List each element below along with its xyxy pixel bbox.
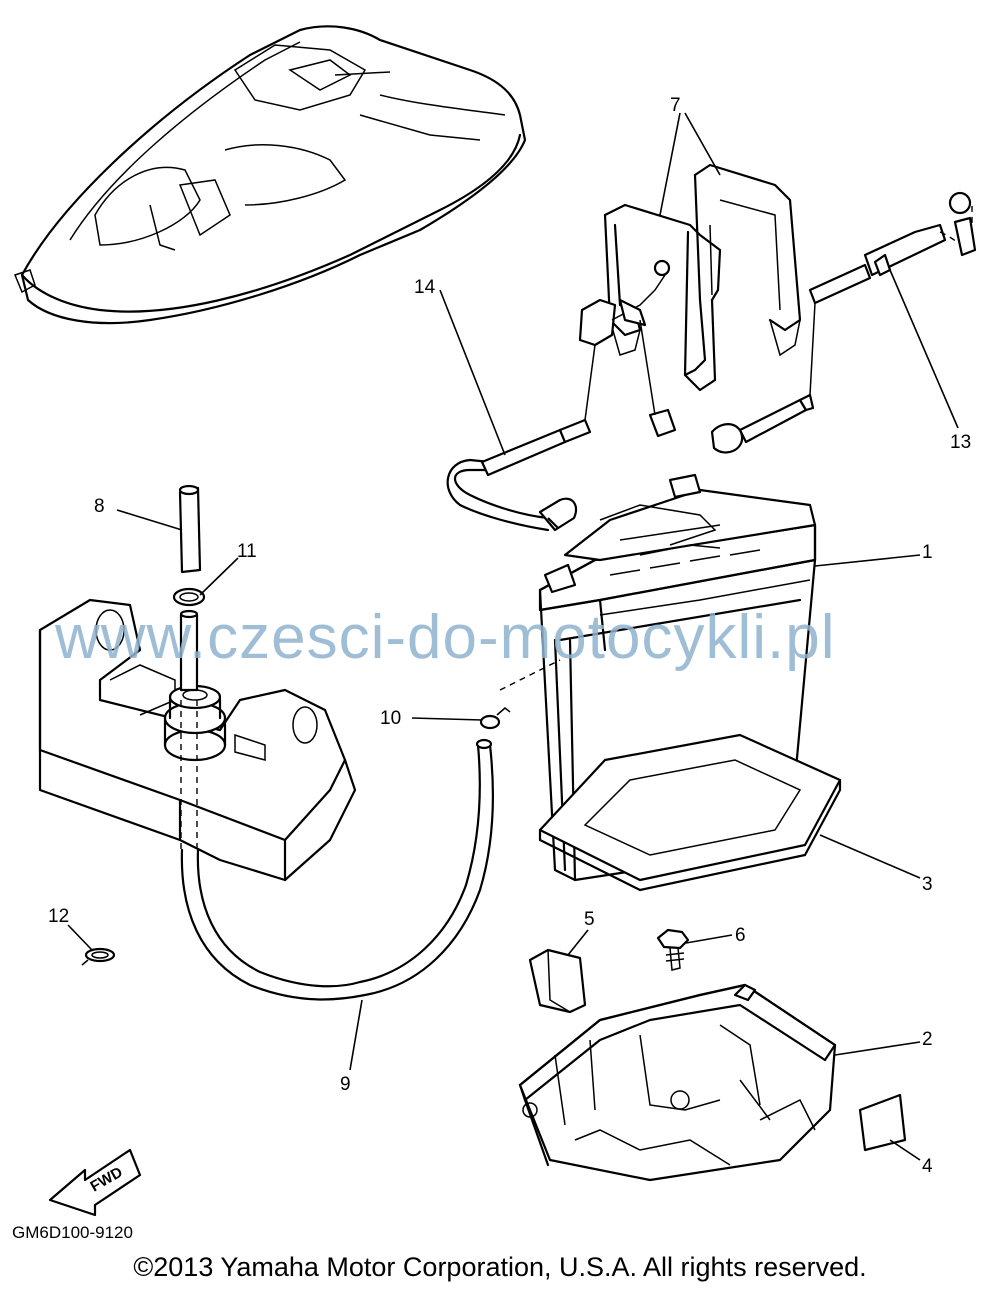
callout-2: 2 — [922, 1029, 933, 1050]
battery-strap-pair — [603, 163, 802, 392]
callout-4: 4 — [922, 1156, 933, 1177]
callout-14: 14 — [414, 277, 436, 298]
forward-arrow-icon: FWD — [48, 1148, 142, 1217]
callout-7: 7 — [670, 95, 681, 116]
battery-pad — [538, 733, 842, 892]
bolt — [656, 928, 690, 971]
callout-6: 6 — [735, 925, 746, 946]
positive-battery-cable — [710, 191, 977, 454]
callout-8: 8 — [94, 496, 105, 517]
box-cover-piece — [528, 948, 587, 1014]
callout-13: 13 — [950, 432, 971, 453]
hose-clamp-spare — [81, 947, 116, 966]
breather-pipe — [179, 609, 199, 850]
breather-hose-stub — [178, 484, 202, 574]
callout-9: 9 — [340, 1074, 351, 1095]
watercraft-illustration — [14, 25, 527, 325]
small-pad — [858, 1093, 907, 1152]
diagram-code: GM6D100-9120 — [12, 1223, 133, 1242]
callout-1: 1 — [922, 542, 933, 563]
callout-11: 11 — [237, 541, 257, 562]
breather-hose — [180, 738, 495, 1001]
negative-battery-cable — [446, 259, 677, 532]
callout-3: 3 — [922, 874, 933, 895]
hose-clamp-battery — [479, 659, 561, 730]
callout-5: 5 — [584, 909, 595, 930]
hose-clamp-upper — [172, 587, 206, 607]
watermark-text: www.czesci-do-motocykli.pl — [55, 603, 836, 672]
copyright-notice: ©2013 Yamaha Motor Corporation, U.S.A. A… — [133, 1252, 867, 1282]
callout-12: 12 — [48, 906, 69, 927]
battery-box — [518, 983, 837, 1182]
callout-10: 10 — [380, 708, 401, 729]
leader-lines — [67, 112, 959, 1161]
callout-numbers: 7 14 13 8 11 1 10 3 12 5 6 2 9 4 — [48, 95, 971, 1177]
